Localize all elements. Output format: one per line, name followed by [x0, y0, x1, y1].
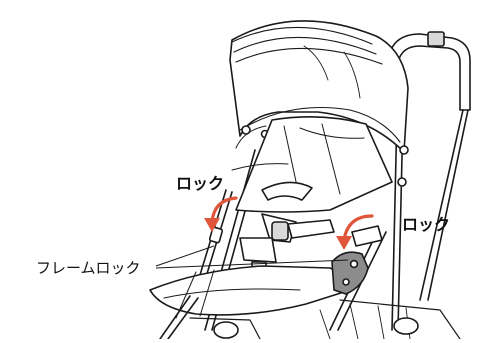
- handlebar: [387, 31, 471, 301]
- frame-lock-label: フレームロック: [36, 259, 141, 277]
- lock-arrowhead-right: [336, 236, 352, 250]
- frame-lock-leaders: [155, 245, 349, 269]
- seat-back: [231, 116, 393, 213]
- lock-label-right: ロック: [402, 215, 451, 234]
- lower-frame: [159, 295, 461, 340]
- frame-lock-mechanism: [331, 225, 383, 295]
- lock-label-left: ロック: [176, 174, 225, 193]
- lock-arrowhead-left: [204, 218, 220, 232]
